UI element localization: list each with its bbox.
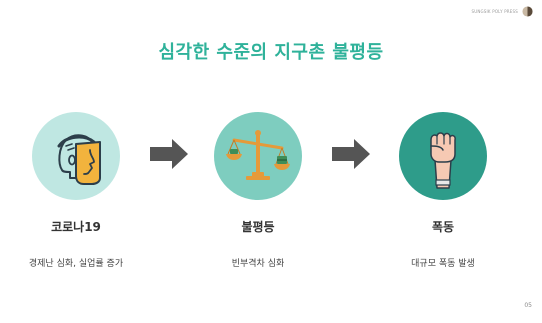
face-shield-icon bbox=[57, 134, 101, 185]
page-number: 05 bbox=[524, 302, 532, 309]
half-circle-logo-icon bbox=[522, 6, 533, 17]
step-2-label: 불평등 bbox=[241, 220, 275, 234]
step-1-icon-circle bbox=[32, 112, 120, 200]
step-3-label: 폭동 bbox=[431, 220, 455, 234]
arrow-right-icon bbox=[332, 139, 370, 169]
step-1-description: 경제난 심화, 실업률 증가 bbox=[28, 259, 124, 269]
brand-header: SUNGSIK POLY PRESS bbox=[471, 6, 533, 17]
step-1-label: 코로나19 bbox=[51, 220, 101, 234]
step-2-icon-circle bbox=[214, 112, 302, 200]
arrow-right-icon bbox=[150, 139, 188, 169]
step-3-description: 대규모 폭동 발생 bbox=[411, 259, 475, 269]
step-3-icon-circle bbox=[399, 112, 487, 200]
slide-title: 심각한 수준의 지구촌 불평등 bbox=[158, 42, 384, 63]
step-2-description: 빈부격차 심화 bbox=[231, 259, 285, 269]
balance-scale-icon bbox=[226, 130, 290, 180]
raised-fist-icon bbox=[430, 132, 456, 189]
brand-text: SUNGSIK POLY PRESS bbox=[471, 9, 518, 14]
